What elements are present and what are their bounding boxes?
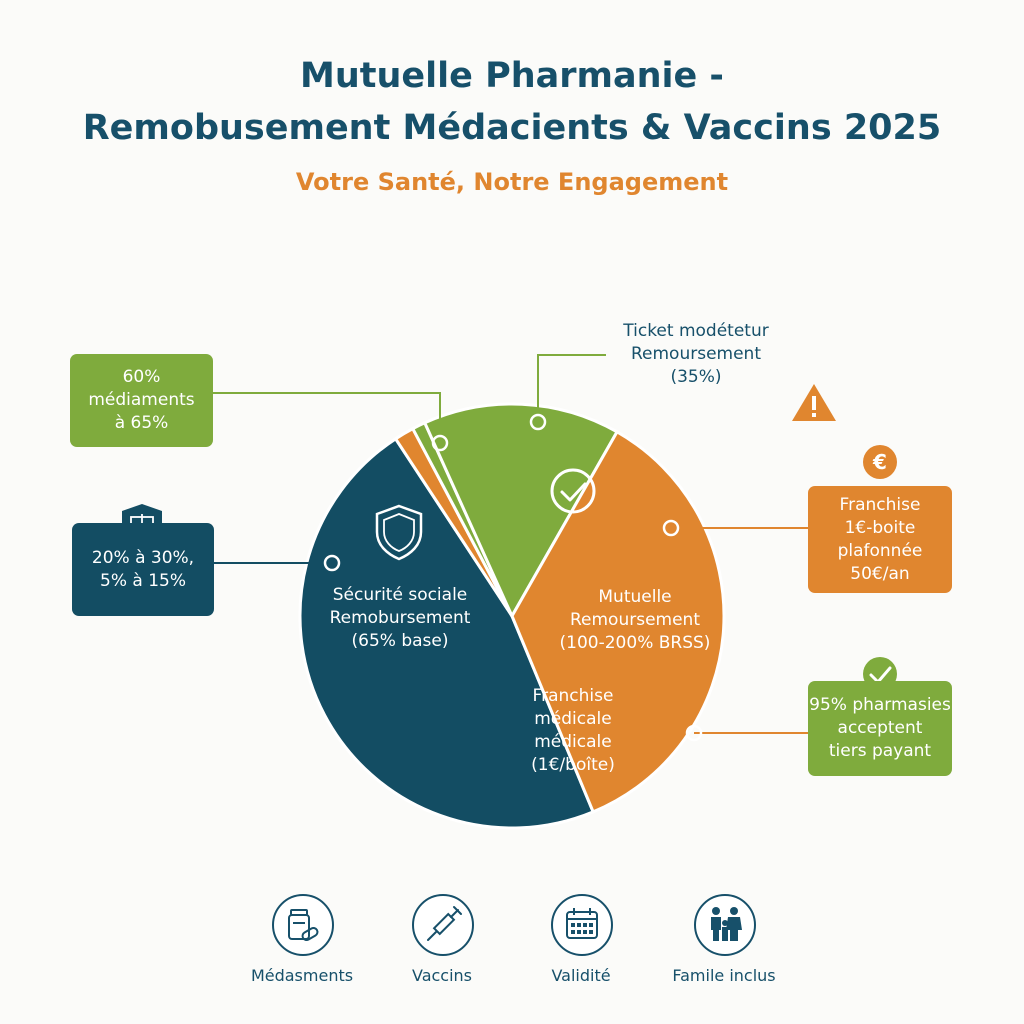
pie-slice-4 (510, 429, 726, 814)
page-title-line2: Remobusement Médacients & Vaccins 2025 (82, 108, 942, 148)
bottom-label-vaccins: Vaccins (411, 966, 473, 985)
franchise-label-line2: médicale (534, 709, 612, 729)
secu-label-line2: Remobursement (329, 608, 471, 628)
medication-icon (272, 894, 334, 956)
mutuelle-label-line1: Mutuelle (598, 587, 672, 607)
ticket-label-line3: (35%) (670, 367, 722, 387)
callout-medicaments: 60% médiaments à 65% (70, 354, 213, 447)
dot-pharmacies (685, 724, 703, 742)
franchise-label-line4: (1€/boîte) (531, 755, 615, 775)
mutuelle-label-line3: (100-200% BRSS) (559, 633, 711, 653)
shield-icon (375, 504, 423, 561)
mutuelle-label: Mutuelle Remoursement (100-200% BRSS) (535, 586, 735, 655)
svg-text:€: € (872, 450, 887, 474)
secu-label-line1: Sécurité sociale (332, 585, 468, 605)
franchise-label-line3: médicale (534, 732, 612, 752)
syringe-icon (412, 894, 474, 956)
callout-franchise: Franchise 1€-boite plafonnée 50€/an (808, 486, 952, 593)
ticket-label-line2: Remoursement (630, 344, 761, 364)
bottom-label-medicaments: Médasments (250, 966, 354, 985)
connector-green-top (213, 392, 441, 440)
callout-taux: 20% à 30%, 5% à 15% (72, 523, 214, 616)
connector-lines (213, 354, 808, 734)
pie-slices (298, 402, 726, 830)
dot-franchise (662, 519, 680, 537)
dot-ticket (529, 413, 547, 431)
pie-slice-0 (298, 436, 596, 830)
bottom-label-famille: Famile inclus (672, 966, 776, 985)
franchise-label-line1: Franchise (532, 686, 614, 706)
secu-label: Sécurité sociale Remobursement (65% base… (300, 584, 500, 653)
calendar-icon (551, 894, 613, 956)
bottom-label-validite: Validité (551, 966, 611, 985)
dot-green-top (431, 434, 449, 452)
mutuelle-label-line2: Remoursement (569, 610, 700, 630)
euro-icon: € (863, 445, 897, 479)
family-icon (694, 894, 756, 956)
ticket-label-line1: Ticket modétetur (623, 321, 769, 341)
page-subtitle: Votre Santé, Notre Engagement (295, 168, 729, 196)
secu-label-line3: (65% base) (351, 631, 449, 651)
franchise-label: Franchise médicale médicale (1€/boîte) (498, 685, 648, 777)
dot-blue-left (323, 554, 341, 572)
page-title-line1: Mutuelle Pharmanie - (300, 56, 724, 96)
connector-dots (323, 413, 703, 742)
callout-pharmacies: 95% pharmasies acceptent tiers payant (808, 681, 952, 776)
ticket-label: Ticket modétetur Remoursement (35%) (596, 320, 796, 389)
warning-icon (792, 384, 836, 421)
pie-slice-3 (422, 402, 620, 620)
check-circle-icon (550, 468, 596, 514)
connector-ticket (537, 354, 606, 420)
